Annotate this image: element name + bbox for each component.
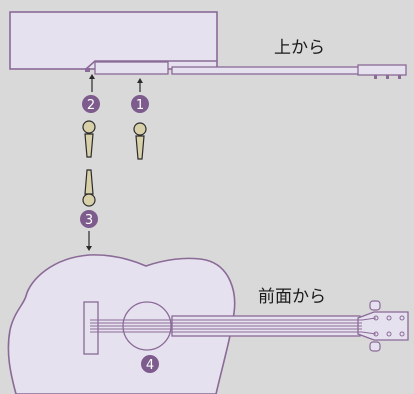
marker-1-badge [131,95,149,113]
front-view-guitar: 4 [7,254,409,394]
strap-button-pin-icon [82,120,96,158]
front-view-body [7,254,236,394]
arrow-icon [89,74,95,79]
top-view-body-edge [85,60,217,70]
marker-1-number: 1 [136,98,144,113]
top-view-neck [171,66,361,75]
front-view-tuner-post [386,331,392,337]
front-view-pin-group: 3 [80,169,98,251]
marker-4-badge [141,355,159,373]
front-view-tuner-peg [369,300,381,311]
strap-button-pin-icon [133,122,147,160]
front-view-tuner-post [399,315,405,321]
front-view-tuner-post [399,331,405,337]
strap-button-pin-icon [82,169,96,207]
top-view-label: 上から [274,38,325,58]
top-view-headstock [357,64,407,76]
front-view-tuner-post [386,315,392,321]
top-view-tuner [386,75,389,79]
top-view-guitar [9,11,407,79]
top-view-heel [94,61,169,75]
arrow-icon [137,78,143,83]
front-view-tuner-peg [369,341,381,352]
arrow-icon [86,246,92,251]
marker-3-number: 3 [85,213,93,228]
top-view-body [9,11,218,70]
front-view-label: 前面から [258,287,326,307]
marker-4-number: 4 [146,358,154,373]
marker-2-badge [82,95,100,113]
front-view-bridge [83,301,99,355]
marker-3-badge [80,210,98,228]
top-view-pins: 2 1 [82,74,149,160]
front-view-strings [90,317,377,335]
top-view-strap-hole [85,68,90,72]
top-view-tuner [374,75,377,79]
marker-2-number: 2 [87,98,95,113]
top-view-tuner [398,75,401,79]
